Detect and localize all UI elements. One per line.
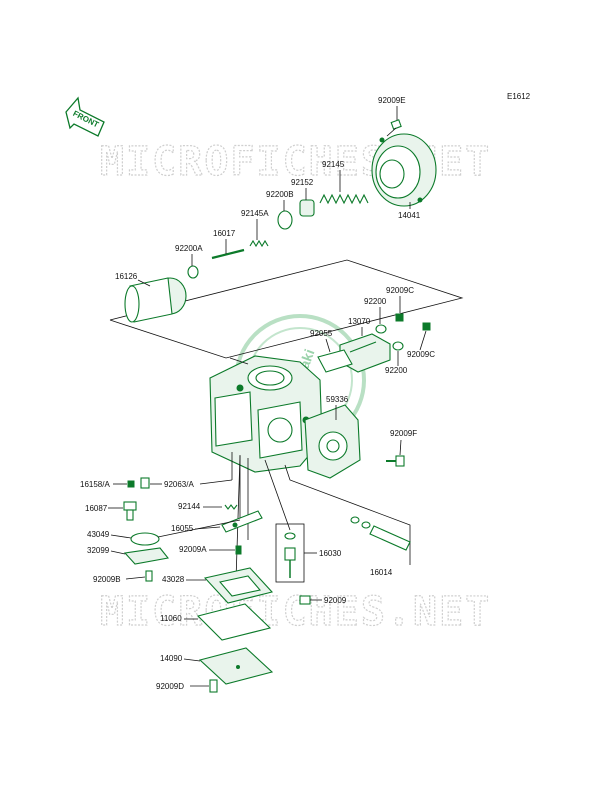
label-32099: 32099	[87, 546, 110, 555]
diagram-code: E1612	[507, 92, 531, 101]
washer-92200-a	[375, 324, 387, 334]
label-16087: 16087	[85, 504, 108, 513]
rod-16017	[211, 248, 245, 260]
label-59336: 59336	[326, 395, 349, 404]
lever-32099	[123, 547, 170, 565]
label-92009D: 92009D	[156, 682, 184, 691]
label-92063A: 92063/A	[164, 480, 194, 489]
label-92009C-b: 92009C	[407, 350, 435, 359]
label-16014: 16014	[370, 568, 393, 577]
screw-92009C-b	[422, 322, 431, 331]
label-16017: 16017	[213, 229, 236, 238]
screw-92009C-a	[395, 313, 404, 322]
washer-92200B	[277, 210, 293, 230]
diaphragm-43049	[130, 532, 160, 546]
label-92152: 92152	[291, 178, 314, 187]
lever-16055	[221, 510, 263, 533]
watermark-bottom: MICROFICHES.NET	[100, 589, 491, 635]
label-92200-a: 92200	[364, 297, 387, 306]
diaphragm-43028	[203, 567, 274, 604]
screw-92009A	[235, 545, 242, 555]
label-92009: 92009	[324, 596, 347, 605]
front-arrow-icon: FRONT	[65, 96, 105, 137]
washer-92200A	[187, 265, 199, 279]
spring-92144	[224, 504, 238, 510]
label-92144: 92144	[178, 502, 201, 511]
label-92009A: 92009A	[179, 545, 207, 554]
label-92200B: 92200B	[266, 190, 294, 199]
assembly-frame	[109, 259, 464, 359]
label-92009E: 92009E	[378, 96, 406, 105]
screw-92009	[299, 595, 311, 605]
label-43049: 43049	[87, 530, 110, 539]
spring-92145A	[249, 239, 269, 248]
screw-92009D	[209, 679, 218, 693]
label-16055: 16055	[171, 524, 194, 533]
cover-14041	[371, 133, 437, 207]
needle-valve-16030	[275, 523, 305, 583]
carburetor-body	[209, 355, 323, 473]
label-92200-b: 92200	[385, 366, 408, 375]
label-14041: 14041	[398, 211, 421, 220]
label-43028: 43028	[162, 575, 185, 584]
jet-16087	[123, 501, 137, 521]
label-11060: 11060	[160, 614, 182, 623]
label-92055: 92055	[310, 329, 333, 338]
screw-92009E	[386, 119, 402, 137]
label-14090: 14090	[160, 654, 183, 663]
label-16126: 16126	[115, 272, 138, 281]
pump-59336	[304, 404, 361, 479]
label-92145: 92145	[322, 160, 345, 169]
plug-92063A	[140, 477, 150, 489]
label-92009C-a: 92009C	[386, 286, 414, 295]
cover-14090	[198, 647, 274, 685]
plug-16158A	[127, 480, 135, 488]
label-16158A: 16158/A	[80, 480, 110, 489]
screw-16014	[350, 516, 411, 551]
spring-92145	[319, 193, 369, 205]
screw-92009F	[386, 455, 405, 467]
cylinder-16126	[124, 277, 187, 323]
fitting-92152	[299, 199, 315, 217]
label-92009F: 92009F	[390, 429, 417, 438]
label-16030: 16030	[319, 549, 342, 558]
label-92200A: 92200A	[175, 244, 203, 253]
gasket-11060	[196, 603, 272, 641]
label-13070: 13070	[348, 317, 371, 326]
screw-92009B	[145, 570, 153, 582]
washer-92200-b	[392, 341, 404, 351]
gasket-92055	[317, 349, 353, 373]
label-92145A: 92145A	[241, 209, 269, 218]
label-92009B: 92009B	[93, 575, 121, 584]
